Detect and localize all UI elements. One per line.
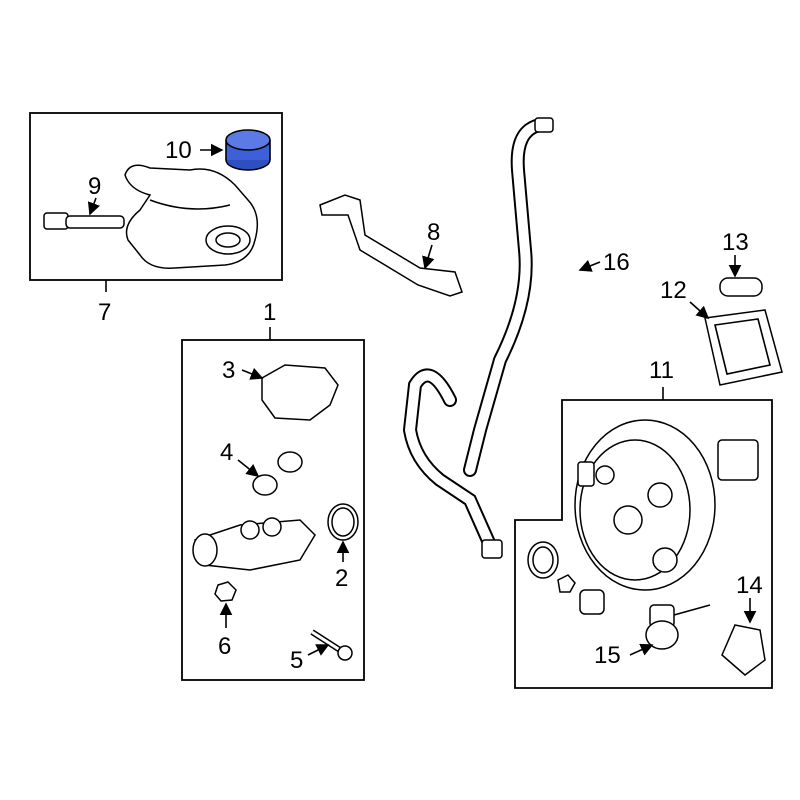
callout-6: 6	[218, 633, 231, 660]
nut-and-valve-parts[interactable]	[557, 574, 605, 615]
group-box-1	[181, 339, 365, 681]
vacuum-hose-16-part[interactable]	[402, 117, 554, 559]
callout-7: 7	[98, 299, 111, 326]
bracket-14-part[interactable]	[721, 624, 766, 676]
reservoir-cap-highlighted[interactable]	[225, 129, 271, 171]
callout-12: 12	[660, 277, 687, 304]
callout-4: 4	[220, 439, 233, 466]
callout-9: 9	[88, 173, 101, 200]
callout-13: 13	[722, 229, 749, 256]
bracket-8-part[interactable]	[319, 194, 463, 297]
group-box-11	[514, 399, 773, 689]
sensor-15-part[interactable]	[645, 604, 711, 650]
nut-6-part[interactable]	[214, 581, 237, 602]
grommets-4-part[interactable]	[252, 451, 303, 496]
sensor-9-part[interactable]	[43, 212, 125, 230]
callout-3: 3	[222, 357, 235, 384]
reservoir-part[interactable]	[124, 164, 259, 269]
group-box-7	[29, 112, 283, 281]
master-cylinder-part[interactable]	[192, 517, 316, 571]
brake-booster-part[interactable]	[574, 419, 759, 591]
callout-1: 1	[263, 299, 276, 326]
o-ring-2-part[interactable]	[327, 503, 359, 541]
callout-11: 11	[649, 357, 674, 384]
bolt-5-part[interactable]	[310, 629, 353, 661]
callout-16: 16	[603, 249, 630, 276]
callout-10: 10	[165, 137, 192, 164]
callout-14: 14	[736, 572, 763, 599]
callout-2: 2	[335, 565, 348, 592]
seal-ring-part[interactable]	[527, 541, 559, 579]
callout-15: 15	[594, 642, 621, 669]
callout-8: 8	[427, 219, 440, 246]
check-valve-13-part[interactable]	[719, 277, 763, 297]
callout-5: 5	[290, 647, 303, 674]
gasket-12-part[interactable]	[704, 309, 783, 386]
reservoir-seal-3-part[interactable]	[261, 364, 339, 421]
